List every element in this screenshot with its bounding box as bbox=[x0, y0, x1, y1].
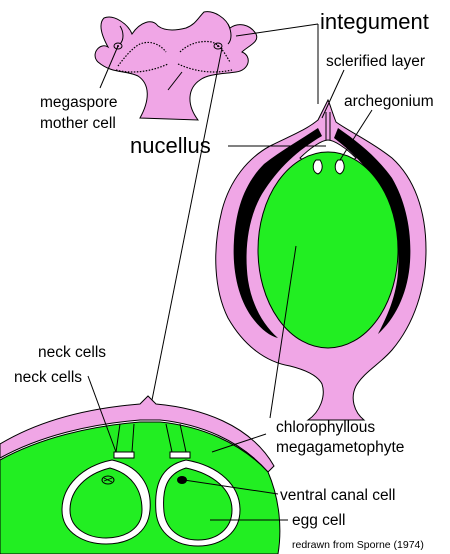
egg-cell-right bbox=[163, 467, 233, 541]
young-nucellus-wall-right bbox=[179, 40, 231, 63]
leader-lines bbox=[87, 23, 373, 521]
mature-megagametophyte bbox=[257, 151, 399, 349]
neck-cells-left bbox=[113, 451, 135, 459]
label-chlorophyllous-line2: megagametophyte bbox=[276, 439, 404, 456]
young-ovule-drawing bbox=[94, 11, 258, 121]
label-nucellus: nucellus bbox=[130, 133, 211, 158]
neck-left bbox=[115, 423, 135, 453]
label-neck-cells-lower: neck cells bbox=[14, 369, 82, 386]
labels: integument sclerified layer archegonium … bbox=[14, 9, 434, 551]
label-megaspore-line1: megaspore bbox=[40, 94, 118, 111]
label-egg-cell: egg cell bbox=[292, 512, 345, 529]
young-ovule-tissue bbox=[94, 11, 258, 121]
label-megaspore-line2: mother cell bbox=[40, 115, 116, 132]
label-ventral-canal-cell: ventral canal cell bbox=[280, 487, 395, 504]
enlarged-section-drawing bbox=[0, 395, 281, 554]
megaspore-mother-cell-left bbox=[113, 42, 123, 50]
neck-right bbox=[165, 423, 187, 453]
sclerified-layer-left bbox=[233, 128, 322, 338]
young-nucellus-wall-bottom bbox=[115, 63, 233, 73]
neck-cells-right bbox=[169, 451, 191, 459]
young-nucellus-wall-left bbox=[117, 41, 167, 67]
ventral-canal-cell-right bbox=[177, 476, 187, 484]
sclerified-layer-right bbox=[334, 128, 411, 334]
egg-cell-left bbox=[69, 467, 143, 539]
megaspore-mother-cell-right bbox=[213, 42, 223, 50]
label-sclerified-layer: sclerified layer bbox=[326, 53, 425, 70]
label-neck-cells-upper: neck cells bbox=[38, 344, 106, 361]
mature-ovule-drawing bbox=[215, 98, 427, 421]
label-integument: integument bbox=[320, 9, 429, 34]
credit-text: redrawn from Sporne (1974) bbox=[292, 539, 424, 551]
archegonia-small bbox=[312, 159, 345, 175]
label-chlorophyllous-line1: chlorophyllous bbox=[276, 419, 375, 436]
enlarged-nucellus-band bbox=[0, 395, 275, 473]
label-archegonium: archegonium bbox=[344, 93, 434, 110]
